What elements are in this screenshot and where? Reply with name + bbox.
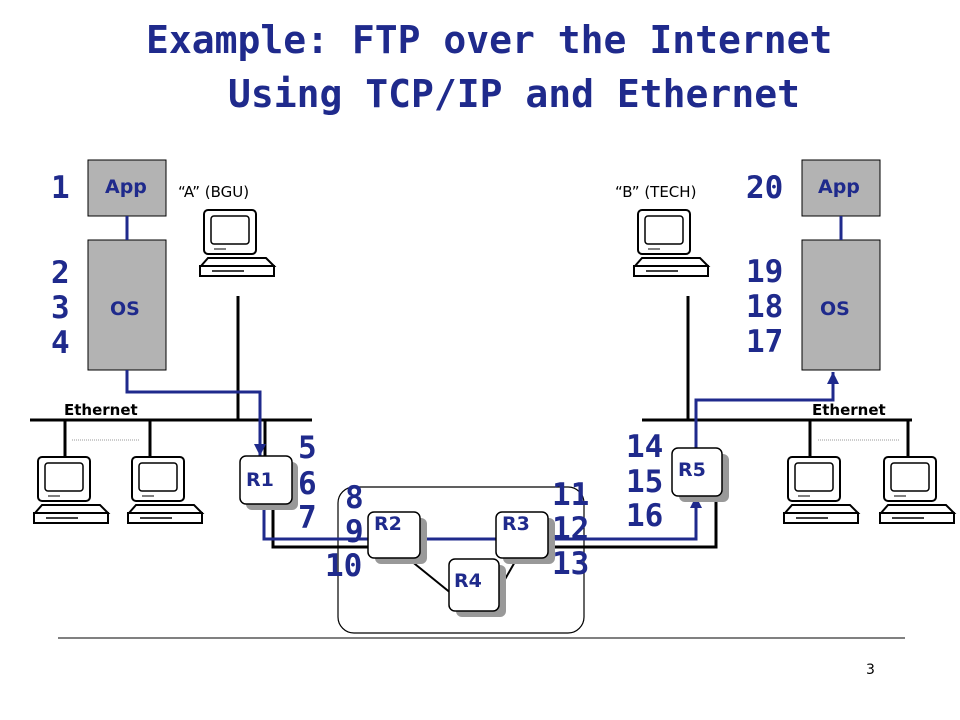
- step-number: 11: [552, 477, 590, 513]
- step-number: 5: [298, 430, 317, 466]
- router-label-r3: R3: [502, 513, 530, 535]
- router-icon: [239, 455, 298, 510]
- router-icon: [495, 511, 555, 564]
- title-line-2: Using TCP/IP and Ethernet: [228, 72, 800, 116]
- step-number: 2: [51, 255, 70, 291]
- step-number: 12: [552, 511, 590, 547]
- step-number: 7: [298, 500, 317, 536]
- step-number: 17: [746, 324, 784, 360]
- host-a-label: “A” (BGU): [178, 183, 250, 201]
- os-label-right: OS: [820, 298, 850, 320]
- os-box-left: [87, 239, 167, 371]
- router-label-r2: R2: [374, 513, 402, 535]
- step-number: 19: [746, 254, 784, 290]
- data-path: [125, 370, 839, 541]
- os-box-right: [801, 239, 881, 371]
- host-b-label: “B” (TECH): [615, 183, 697, 201]
- page-number: 3: [866, 662, 875, 678]
- step-number: 16: [626, 498, 664, 534]
- os-label-left: OS: [110, 298, 140, 320]
- app-label-left: App: [105, 176, 147, 198]
- title-line-1: Example: FTP over the Internet: [146, 18, 833, 62]
- router-icon: [671, 447, 729, 502]
- computer-icon: [783, 456, 859, 524]
- step-number: 4: [51, 325, 70, 361]
- step-number: 8: [345, 480, 364, 516]
- step-number: 15: [626, 464, 664, 500]
- computer-icon: [633, 209, 709, 277]
- step-number: 20: [746, 170, 784, 206]
- router-label-r4: R4: [454, 570, 482, 592]
- computer-icon: [33, 456, 109, 524]
- step-number: 9: [345, 514, 364, 550]
- computer-icon: [127, 456, 203, 524]
- router-icon: [448, 558, 506, 617]
- step-number: 10: [325, 548, 363, 584]
- router-label-r5: R5: [678, 459, 706, 481]
- step-number: 18: [746, 289, 784, 325]
- computer-icon: [879, 456, 955, 524]
- router-label-r1: R1: [246, 469, 274, 491]
- router-icon: [367, 511, 427, 564]
- step-number: 1: [51, 170, 70, 206]
- step-number: 6: [298, 466, 317, 502]
- step-number: 3: [51, 290, 70, 326]
- app-label-right: App: [818, 176, 860, 198]
- ethernet-label-left: Ethernet: [64, 401, 138, 419]
- ethernet-label-right: Ethernet: [812, 401, 886, 419]
- step-number: 13: [552, 546, 590, 582]
- step-number: 14: [626, 429, 664, 465]
- computer-icon: [199, 209, 275, 277]
